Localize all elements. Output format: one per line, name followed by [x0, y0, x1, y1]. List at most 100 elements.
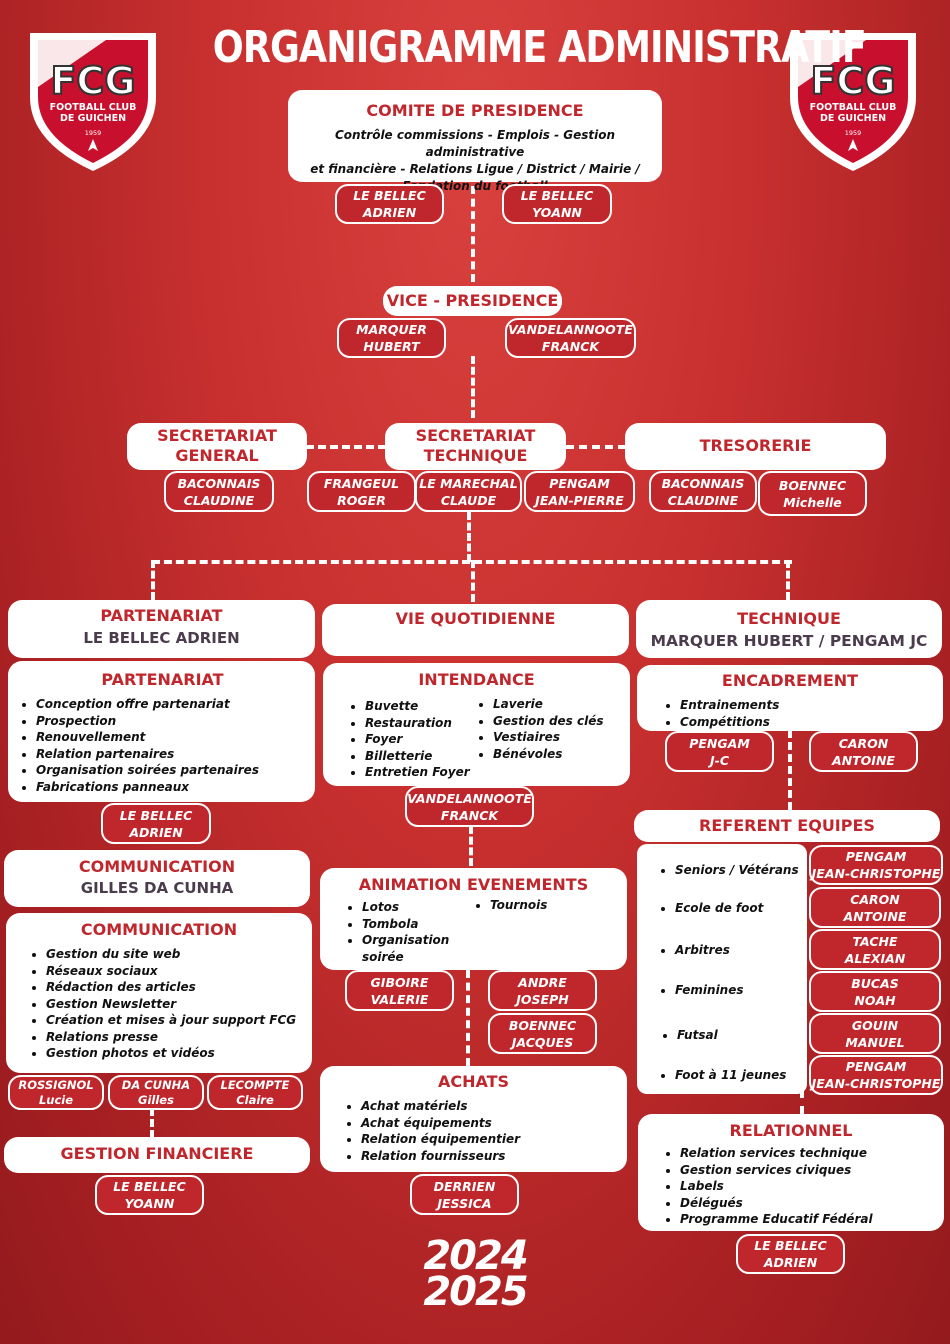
logo-text-line1: FOOTBALL CLUB — [50, 102, 137, 113]
connector-line — [306, 445, 386, 449]
gestion-fin-title: GESTION FINANCIERE — [60, 1144, 254, 1163]
list-item: Prospection — [36, 713, 305, 730]
list-item: Foyer — [365, 731, 470, 748]
communication-head-title: COMMUNICATION — [78, 857, 236, 876]
list-item: Conception offre partenariat — [36, 696, 305, 713]
relationnel-card: RELATIONNEL Relation services technique … — [638, 1114, 944, 1231]
season-start: 2024 — [423, 1233, 528, 1279]
list-item: Fabrications panneaux — [36, 779, 305, 796]
connector-line — [786, 560, 790, 600]
intendance-card: INTENDANCE Buvette Restauration Foyer Bi… — [323, 663, 630, 786]
list-item: Achat matériels — [361, 1098, 617, 1115]
vie-quotidienne-card: VIE QUOTIDIENNE — [322, 604, 629, 656]
connector-line — [469, 826, 473, 866]
list-item: Tombola — [362, 916, 472, 933]
secgen-card: SECRETARIAT GENERAL — [127, 423, 307, 470]
list-item: Vestiaires — [493, 729, 604, 746]
sectech-title: SECRETARIAT — [415, 426, 536, 445]
referent-title: REFERENT EQUIPES — [699, 816, 875, 835]
list-item: Restauration — [365, 715, 470, 732]
comite-title: COMITE DE PRESIDENCE — [366, 101, 584, 120]
club-logo-left: FCG FOOTBALL CLUB DE GUICHEN 1959 — [30, 33, 156, 171]
connector-line — [788, 730, 792, 810]
encadrement-title: ENCADREMENT — [721, 671, 859, 690]
logo-monogram: FCG — [50, 59, 135, 103]
logo-year: 1959 — [85, 129, 102, 137]
connector-line — [150, 1108, 154, 1138]
list-item: Billetterie — [365, 748, 470, 765]
animation-card: ANIMATION EVENEMENTS Lotos Tombola Organ… — [320, 868, 627, 970]
list-item: Seniors / Vétérans — [675, 862, 799, 879]
list-item: Achat équipements — [361, 1115, 617, 1132]
referent-list-card: Seniors / Vétérans Ecole de foot Arbitre… — [637, 844, 807, 1094]
list-item: Gestion des clés — [493, 713, 604, 730]
partenariat-head-title: PARTENARIAT — [100, 606, 223, 625]
list-item: Relation équipementier — [361, 1131, 617, 1148]
list-item: Lotos — [362, 899, 472, 916]
communication-title: COMMUNICATION — [80, 920, 238, 939]
list-item: Organisation soirées partenaires — [36, 762, 305, 779]
list-item: Entrainements — [680, 697, 933, 714]
list-item: Laverie — [493, 696, 604, 713]
partenariat-head-name: LE BELLEC ADRIEN — [83, 629, 240, 647]
relationnel-title: RELATIONNEL — [729, 1121, 853, 1140]
list-item: Relation fournisseurs — [361, 1148, 617, 1165]
communication-head-card: COMMUNICATION GILLES DA CUNHA — [4, 850, 310, 907]
achats-title: ACHATS — [437, 1072, 510, 1091]
list-item: Création et mises à jour support FCG — [46, 1012, 302, 1029]
vice-card: VICE - PRESIDENCE — [383, 286, 562, 316]
logo-year: 1959 — [845, 129, 862, 137]
connector-line — [151, 560, 155, 600]
list-item: Relation partenaires — [36, 746, 305, 763]
partenariat-head-card: PARTENARIAT LE BELLEC ADRIEN — [8, 600, 315, 658]
list-item: Feminines — [675, 982, 744, 999]
list-item: Relations presse — [46, 1029, 302, 1046]
animation-title: ANIMATION EVENEMENTS — [358, 875, 589, 894]
tresorerie-title: TRESORERIE — [699, 436, 812, 455]
list-item: Gestion Newsletter — [46, 996, 302, 1013]
list-item: Compétitions — [680, 714, 933, 731]
list-item: Rédaction des articles — [46, 979, 302, 996]
list-item: Réseaux sociaux — [46, 963, 302, 980]
list-item: Tournois — [490, 897, 547, 914]
intendance-title: INTENDANCE — [418, 670, 535, 689]
logo-text-line2: DE GUICHEN — [820, 113, 886, 124]
tresorerie-card: TRESORERIE — [625, 423, 886, 470]
connector-line — [471, 356, 475, 418]
referent-head-card: REFERENT EQUIPES — [634, 810, 940, 842]
list-item: Ecole de foot — [675, 900, 763, 917]
list-item: Renouvellement — [36, 729, 305, 746]
list-item: Bénévoles — [493, 746, 604, 763]
technique-head-title: TECHNIQUE — [737, 609, 841, 628]
season-year: 2024 2025 — [400, 1233, 550, 1315]
technique-head-card: TECHNIQUE MARQUER HUBERT / PENGAM JC — [636, 600, 942, 658]
list-item: Foot à 11 jeunes — [675, 1067, 786, 1084]
list-item: Organisation soirée — [362, 932, 472, 965]
ermine-icon — [88, 139, 98, 151]
connector-line — [471, 186, 475, 282]
list-item: Futsal — [677, 1027, 718, 1044]
season-end: 2025 — [423, 1269, 528, 1315]
list-item: Programme Educatif Fédéral — [680, 1211, 934, 1228]
